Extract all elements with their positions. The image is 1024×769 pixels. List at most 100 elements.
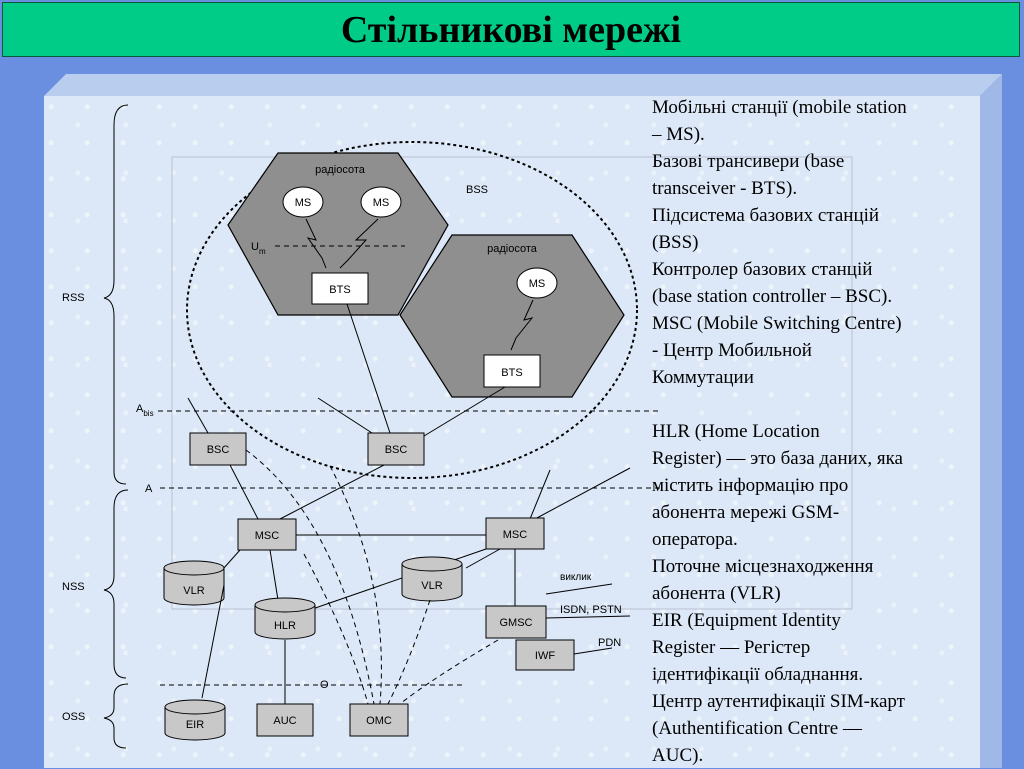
bsc-node-2-label: BSC (385, 444, 408, 456)
rss-label: RSS (62, 292, 85, 304)
radio-cell-2 (399, 234, 625, 398)
description-line: Підсистема базових станцій (652, 205, 880, 226)
bsc1-msc1-link (229, 464, 259, 520)
o-label: O (320, 679, 329, 691)
bss-label: BSS (466, 184, 488, 196)
description-text: Мобільні станції (mobile station – MS). Ба… (652, 94, 964, 769)
description-line: transceiver - BTS). (652, 178, 798, 199)
description-line: Register — Регістер (652, 637, 811, 658)
bsc2-upstream-link (317, 397, 373, 434)
description-line: Базові трансивери (base (652, 151, 845, 172)
description-line: Контролер базових станцій (652, 259, 873, 280)
msc-node-2 (485, 517, 545, 550)
description-line: HLR (Home Location (652, 421, 820, 442)
gmsc-node-label: GMSC (500, 617, 533, 629)
bts-node-1 (311, 272, 369, 305)
hlr-node-label: HLR (274, 620, 296, 632)
description-line: MSC (Mobile Switching Centre) (652, 313, 902, 334)
msc-node-2-label: MSC (503, 529, 528, 541)
radio-link-3 (510, 299, 534, 351)
description-line: (Authentification Centre — (652, 718, 862, 739)
bsc2-msc1-link (279, 464, 385, 520)
radio-cell-2-label: радіосота (487, 243, 538, 255)
hlr-node (254, 597, 316, 640)
radio-cell-1-label: радіосота (315, 164, 366, 176)
msc-node-1-label: MSC (255, 530, 280, 542)
omc-node (349, 703, 409, 737)
msc2-vlr2-link (465, 548, 501, 569)
msc2-upstream-link (529, 469, 551, 520)
eir-node (164, 699, 226, 741)
pdn-label: PDN (598, 637, 621, 649)
isdn-pstn-label: ISDN, PSTN (560, 604, 622, 616)
bsc-node-1-label: BSC (207, 444, 230, 456)
description-line: Register) — это база даних, яка (652, 448, 903, 469)
ms-node-1-label: MS (295, 197, 312, 209)
nss-brace (103, 489, 129, 679)
description-line: (base station controller – BSC). (652, 286, 893, 307)
radio-link-2 (339, 218, 379, 269)
gmsc-call-link (545, 583, 613, 595)
slide-title: Стільникові мережі (340, 8, 682, 51)
bts-node-1-label: BTS (329, 284, 350, 296)
iwf-pdn-link (573, 647, 613, 655)
iwf-node-label: IWF (535, 650, 555, 662)
gmsc-node (485, 605, 547, 639)
ms-node-3 (516, 267, 558, 299)
description-line: Центр аутентифікації SIM-карт (652, 691, 905, 712)
msc2-upstream-link-2 (534, 467, 631, 520)
ms-node-3-label: MS (529, 278, 546, 290)
ms-node-2-label: MS (373, 197, 390, 209)
description-line (652, 391, 964, 418)
description-line: ідентифікації обладнання. (652, 664, 864, 685)
eir-node-label: EIR (186, 719, 204, 731)
bts-node-2 (483, 354, 541, 388)
rss-brace (103, 104, 129, 485)
panel-bevel-right (980, 74, 1002, 768)
description-line: AUC). (652, 745, 704, 766)
auc-node-label: AUC (273, 715, 296, 727)
msc1-hlr-link (269, 549, 279, 601)
bss-boundary (186, 141, 638, 479)
ms-node-2 (360, 186, 402, 218)
vlr-node-2 (401, 556, 463, 602)
description-line: - Центр Мобильной (652, 340, 812, 361)
oss-brace (103, 683, 129, 749)
call-label: виклик (560, 572, 592, 583)
description-line: Поточне місцезнаходження (652, 556, 874, 577)
vlr1-eir-link (201, 584, 225, 699)
a-label: A (145, 483, 153, 495)
oss-label: OSS (62, 711, 85, 723)
gmsc-isdn-link (545, 615, 631, 619)
msc-node-1 (237, 518, 297, 551)
bsc1-upstream-link (187, 397, 209, 434)
description-line: EIR (Equipment Identity (652, 610, 841, 631)
description-line: оператора. (652, 529, 738, 550)
bsc-node-2 (367, 432, 425, 466)
panel-bevel-top (44, 74, 1002, 96)
omc-management-links (245, 449, 499, 705)
bts1-bsc2-link (346, 303, 391, 434)
omc-node-label: OMC (366, 715, 392, 727)
title-bar: Стільникові мережі (2, 2, 1020, 57)
iwf-node (515, 639, 575, 671)
vlr-node-1-label: VLR (183, 585, 204, 597)
abis-label: Abis (136, 403, 154, 418)
vlr-node-2-label: VLR (421, 580, 442, 592)
bsc-node-1 (189, 432, 247, 466)
description-line: (BSS) (652, 232, 699, 253)
radio-link-1 (305, 218, 327, 269)
bts-node-2-label: BTS (501, 367, 522, 379)
content-panel (44, 96, 980, 768)
vlr-node-1 (163, 560, 225, 606)
description-line: містить інформацію про (652, 475, 849, 496)
description-line: – MS). (652, 124, 705, 145)
description-line: Коммутации (652, 367, 754, 388)
auc-node (256, 703, 314, 737)
description-line: абонента (VLR) (652, 583, 781, 604)
nss-label: NSS (62, 581, 85, 593)
description-line: абонента мережі GSM- (652, 502, 840, 523)
um-label: Um (251, 241, 266, 256)
description-line: Мобільні станції (mobile station (652, 97, 907, 118)
